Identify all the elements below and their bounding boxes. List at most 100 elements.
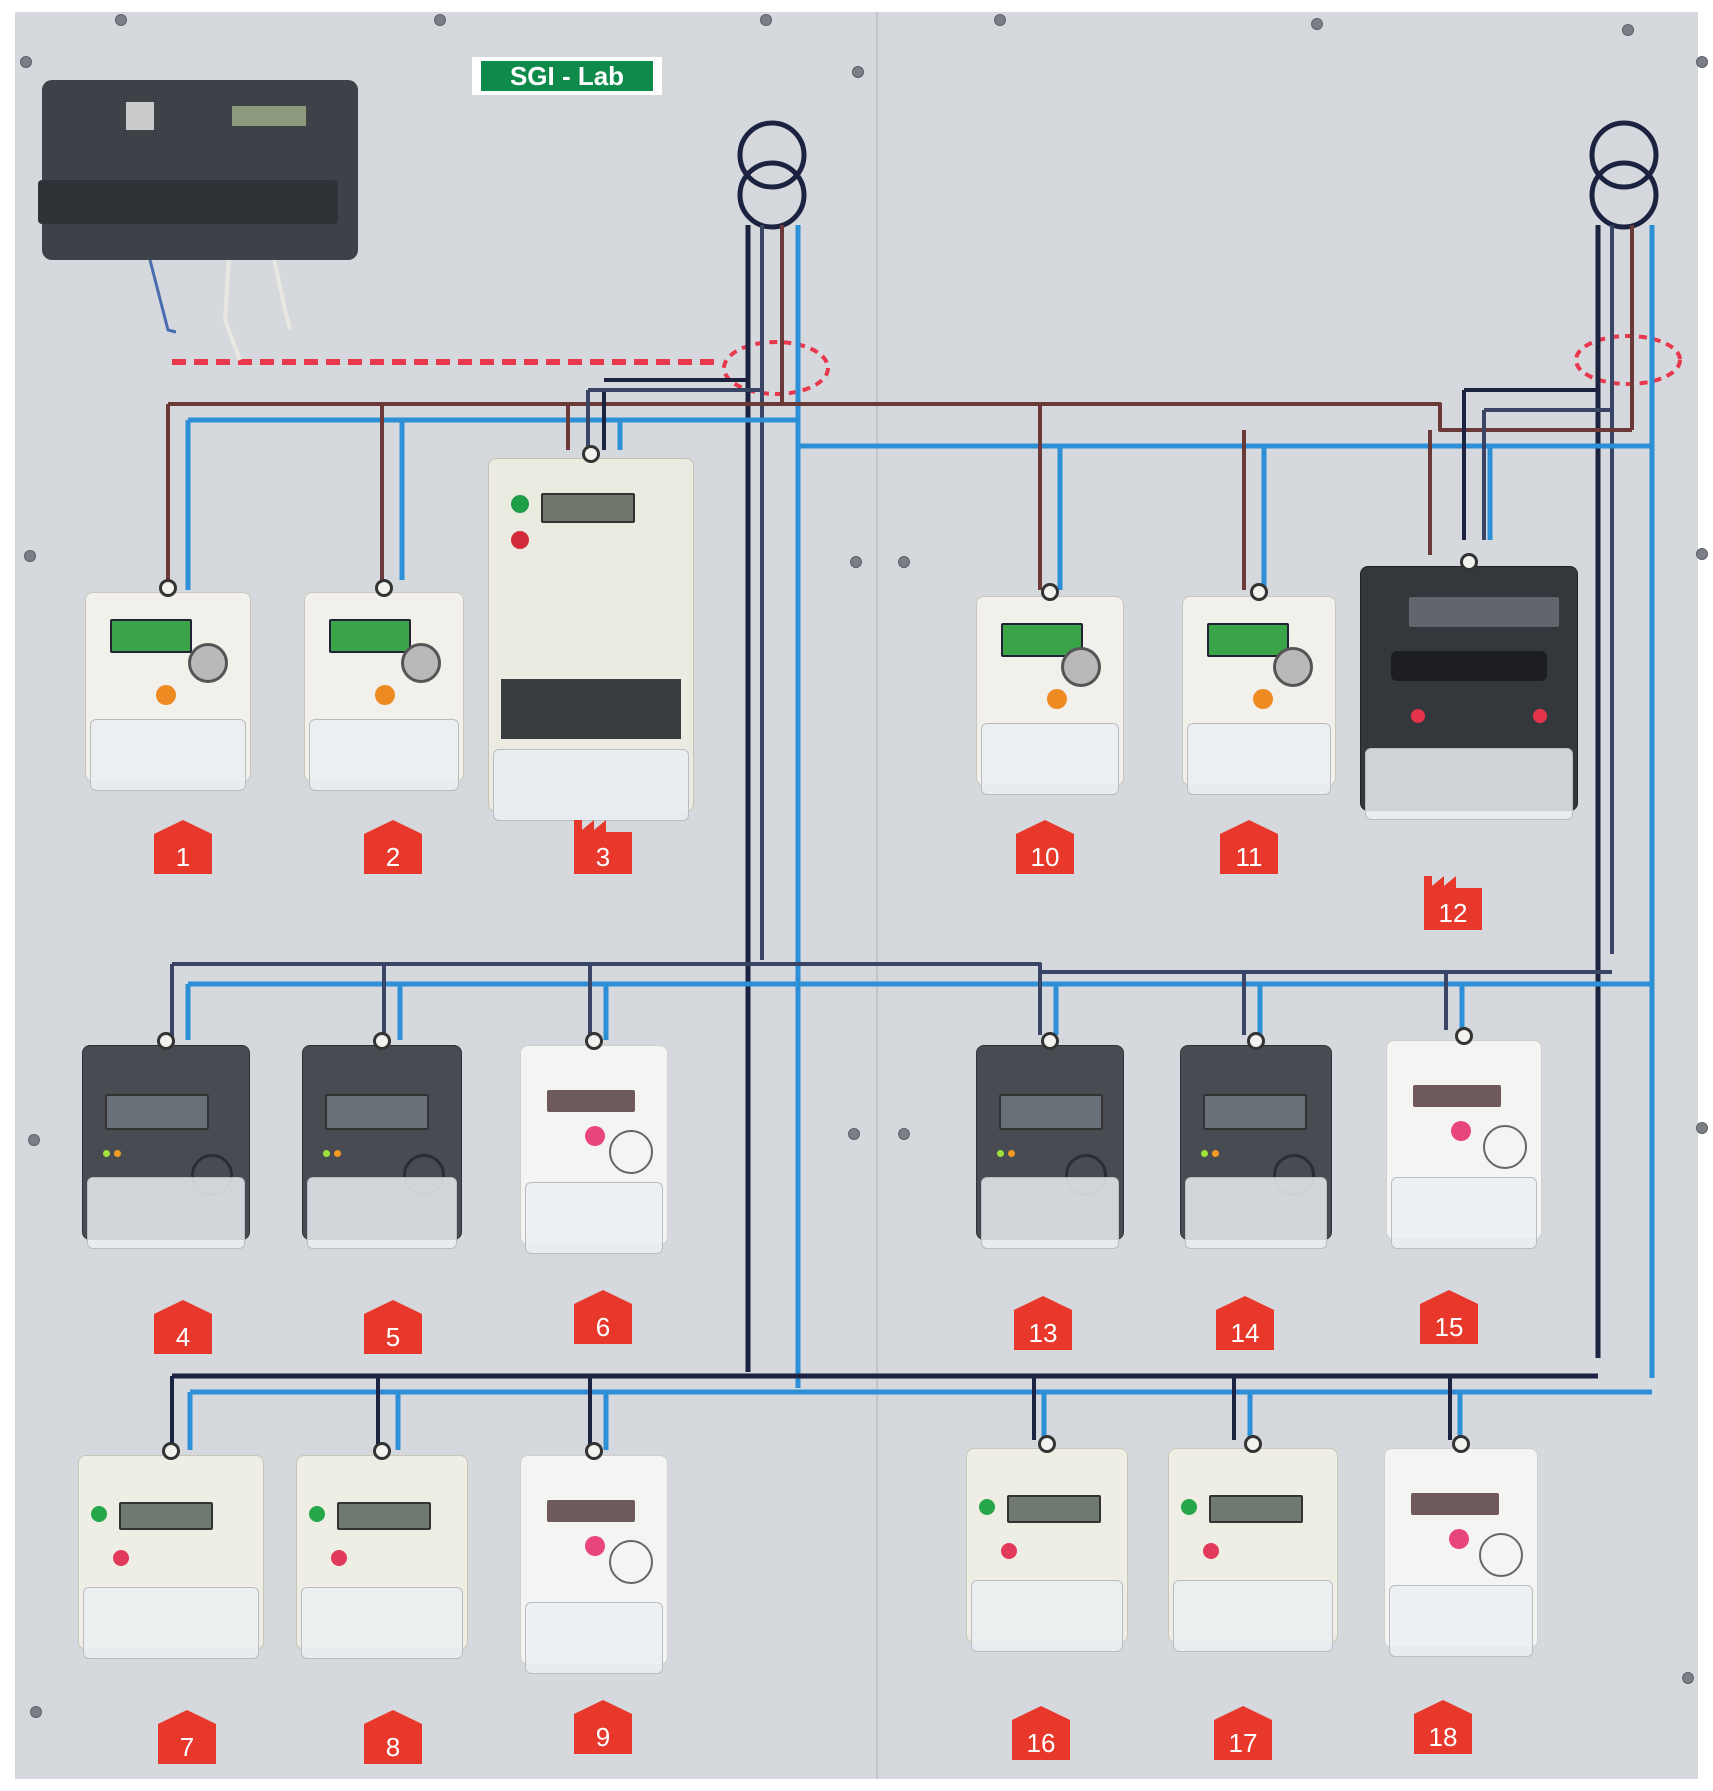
meter-display bbox=[325, 1094, 429, 1130]
led-indicator bbox=[1212, 1150, 1219, 1157]
screw-icon bbox=[1311, 18, 1323, 30]
seal-hook bbox=[373, 1442, 391, 1460]
terminal-cover bbox=[1389, 1585, 1533, 1657]
smart-meter bbox=[302, 1032, 462, 1249]
led-indicator bbox=[997, 1150, 1004, 1157]
meter-number: 11 bbox=[1235, 842, 1263, 872]
meter-number-tag: 15 bbox=[1420, 1290, 1478, 1344]
meter-display bbox=[547, 1500, 635, 1522]
meter-display bbox=[1209, 1495, 1303, 1523]
meter-number-tag: 1 bbox=[154, 820, 212, 874]
meter-number: 2 bbox=[385, 842, 401, 872]
meter-number-tag: 14 bbox=[1216, 1296, 1274, 1350]
seal-hook bbox=[585, 1442, 603, 1460]
meter-display bbox=[1203, 1094, 1307, 1130]
seal-hook bbox=[1250, 583, 1268, 601]
seal-hook bbox=[162, 1442, 180, 1460]
seal-hook bbox=[1247, 1032, 1265, 1050]
meter-number-tag: 8 bbox=[364, 1710, 422, 1764]
transformer-symbol-icon bbox=[1589, 120, 1659, 190]
terminal-cover bbox=[83, 1587, 259, 1659]
knob-icon bbox=[1273, 647, 1313, 687]
seal-hook bbox=[1452, 1435, 1470, 1453]
transformer-symbol-icon bbox=[1589, 160, 1659, 230]
panel-label: SGI - Lab bbox=[472, 57, 662, 95]
screw-icon bbox=[1622, 24, 1634, 36]
meter-number: 9 bbox=[595, 1722, 611, 1752]
meter-number: 3 bbox=[595, 842, 611, 872]
red-led bbox=[1203, 1543, 1219, 1559]
screw-icon bbox=[1682, 1672, 1694, 1684]
terminal-cover bbox=[90, 719, 246, 791]
screw-icon bbox=[434, 14, 446, 26]
seal-hook bbox=[1460, 553, 1478, 571]
terminal-cover bbox=[87, 1177, 245, 1249]
red-button bbox=[1411, 709, 1425, 723]
optical-port-icon bbox=[1479, 1533, 1523, 1577]
screw-icon bbox=[20, 56, 32, 68]
house-icon bbox=[364, 1710, 422, 1764]
smart-meter bbox=[304, 579, 464, 791]
meter-number: 10 bbox=[1030, 842, 1060, 872]
terminal-cover bbox=[301, 1587, 463, 1659]
meter-number-tag: 10 bbox=[1016, 820, 1074, 874]
terminal-cover bbox=[1185, 1177, 1327, 1249]
screw-icon bbox=[898, 1128, 910, 1140]
seal-hook bbox=[157, 1032, 175, 1050]
smart-meter bbox=[966, 1435, 1128, 1652]
terminal-cover bbox=[981, 1177, 1119, 1249]
terminal-block bbox=[501, 679, 681, 739]
probe-marker bbox=[1574, 334, 1682, 386]
green-led bbox=[1181, 1499, 1197, 1515]
terminal-cover bbox=[1365, 748, 1573, 820]
screw-icon bbox=[30, 1706, 42, 1718]
terminal-cover bbox=[1187, 723, 1331, 795]
house-icon bbox=[1414, 1700, 1472, 1754]
panel-seam bbox=[876, 12, 878, 1779]
screw-icon bbox=[115, 14, 127, 26]
house-icon bbox=[1012, 1706, 1070, 1760]
house-icon bbox=[574, 1700, 632, 1754]
orange-button bbox=[156, 685, 176, 705]
smart-meter bbox=[1182, 583, 1336, 795]
red-led bbox=[113, 1550, 129, 1566]
seal-hook bbox=[373, 1032, 391, 1050]
terminal-cover bbox=[307, 1177, 457, 1249]
seal-hook bbox=[159, 579, 177, 597]
green-led bbox=[309, 1506, 325, 1522]
knob-icon bbox=[188, 643, 228, 683]
screw-icon bbox=[760, 14, 772, 26]
led-indicator bbox=[1201, 1150, 1208, 1157]
meter-number: 14 bbox=[1230, 1318, 1260, 1348]
screw-icon bbox=[850, 556, 862, 568]
terminal-cover bbox=[525, 1602, 663, 1674]
terminal-cover bbox=[971, 1580, 1123, 1652]
seal-hook bbox=[1455, 1027, 1473, 1045]
meter-number: 4 bbox=[175, 1322, 191, 1352]
smart-meter bbox=[488, 445, 694, 821]
red-button bbox=[511, 531, 529, 549]
meter-number-tag: 2 bbox=[364, 820, 422, 874]
knob-icon bbox=[401, 643, 441, 683]
meter-display bbox=[329, 619, 411, 653]
terminal-cover bbox=[1173, 1580, 1333, 1652]
meter-display bbox=[547, 1090, 635, 1112]
meter-display bbox=[541, 493, 635, 523]
house-icon bbox=[364, 820, 422, 874]
controller-cable bbox=[148, 259, 177, 334]
meter-number: 1 bbox=[175, 842, 191, 872]
smart-meter bbox=[976, 1032, 1124, 1249]
optical-port-icon bbox=[609, 1540, 653, 1584]
qr-code-icon bbox=[126, 102, 154, 130]
screw-icon bbox=[1696, 56, 1708, 68]
house-icon bbox=[1420, 1290, 1478, 1344]
meter-display bbox=[1409, 597, 1559, 627]
pink-led bbox=[1449, 1529, 1469, 1549]
pink-led bbox=[1451, 1121, 1471, 1141]
led-indicator bbox=[114, 1150, 121, 1157]
green-led bbox=[91, 1506, 107, 1522]
meter-display bbox=[1411, 1493, 1499, 1515]
house-icon bbox=[1214, 1706, 1272, 1760]
house-icon bbox=[158, 1710, 216, 1764]
meter-number: 16 bbox=[1026, 1728, 1056, 1758]
